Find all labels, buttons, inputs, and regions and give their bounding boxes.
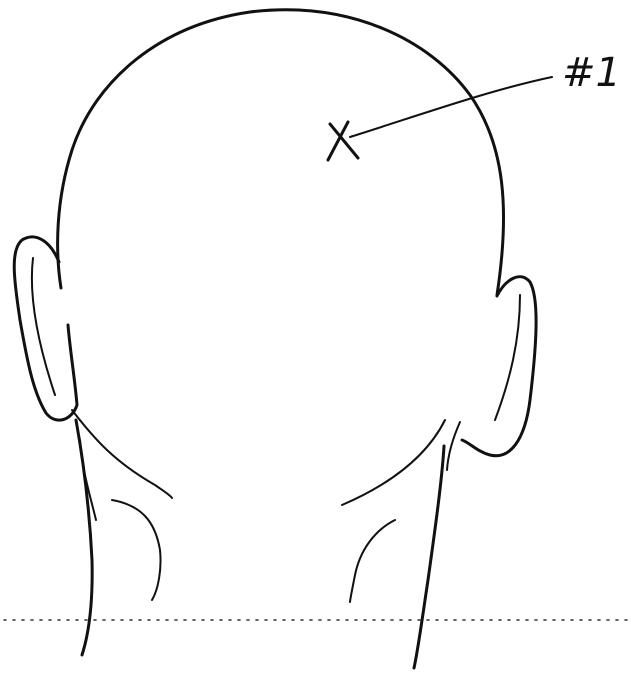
marker-label: #1 bbox=[562, 50, 621, 96]
right-ear-inner bbox=[495, 295, 520, 420]
neck-right-inner bbox=[350, 520, 395, 602]
head-outline bbox=[58, 10, 504, 295]
left-ear bbox=[14, 237, 77, 420]
right-jaw-line bbox=[342, 420, 445, 505]
right-ear bbox=[462, 277, 536, 456]
marker-leader-line bbox=[350, 77, 552, 137]
x-marker bbox=[328, 122, 358, 160]
neck-right-fold bbox=[447, 422, 460, 470]
neck-right-outer bbox=[414, 446, 444, 668]
left-ear-inner bbox=[32, 258, 55, 395]
neck-left-inner bbox=[112, 500, 161, 600]
